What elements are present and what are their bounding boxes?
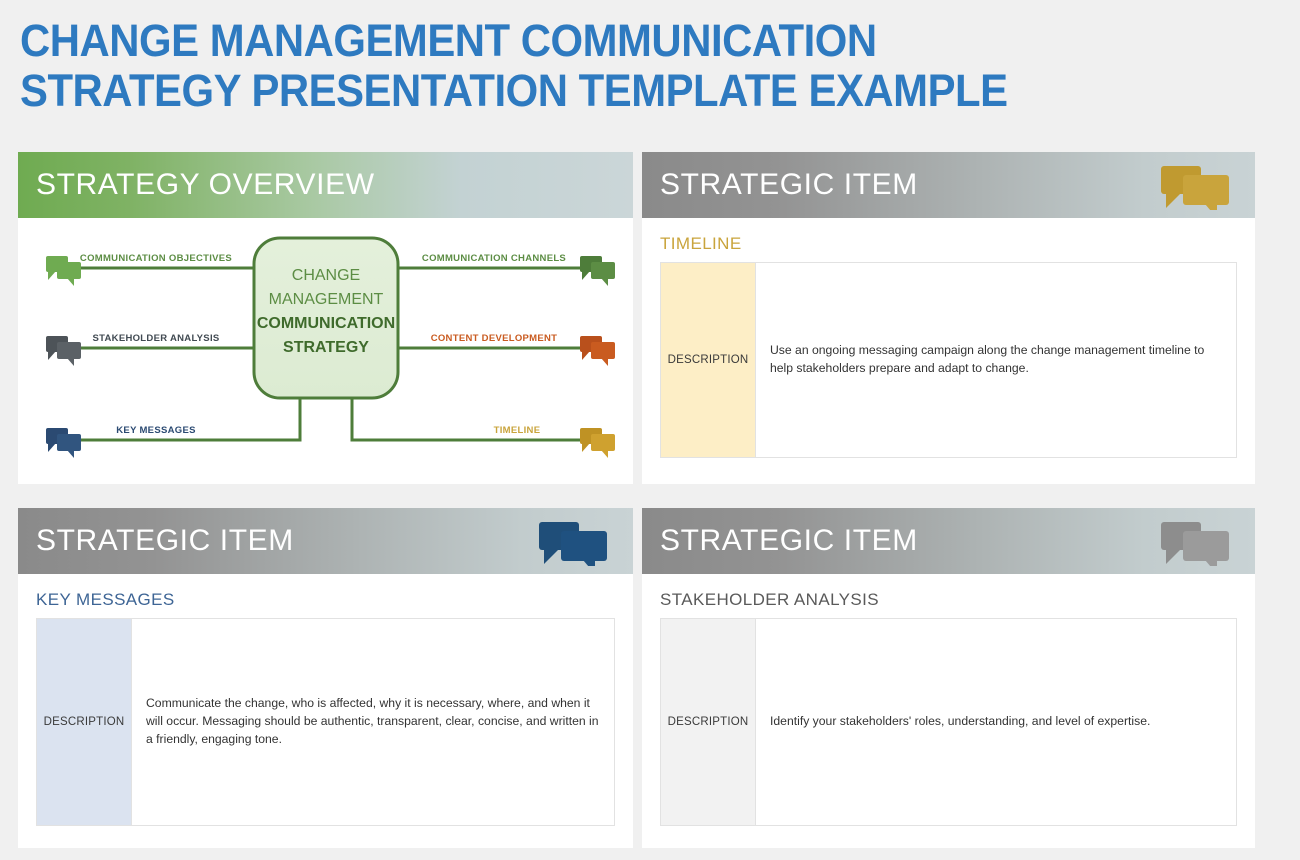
panel-header-key-messages: STRATEGIC ITEM xyxy=(18,508,633,574)
speech-bubbles-icon xyxy=(46,336,81,366)
section-label-key-messages: KEY MESSAGES xyxy=(36,590,175,609)
page-title: CHANGE MANAGEMENT COMMUNICATION STRATEGY… xyxy=(20,15,1008,117)
speech-bubbles-icon xyxy=(580,336,615,366)
description-row-text[interactable]: Use an ongoing messaging campaign along … xyxy=(770,343,1205,375)
description-row-label: DESCRIPTION xyxy=(37,619,132,825)
panel-title-strategy-overview: STRATEGY OVERVIEW xyxy=(36,168,375,201)
description-row-label: DESCRIPTION xyxy=(661,263,756,457)
diagram-center-line2: MANAGEMENT xyxy=(269,291,384,308)
panel-title-timeline: STRATEGIC ITEM xyxy=(660,168,918,201)
diagram-branch-label-stakeholder-analysis: STAKEHOLDER ANALYSIS xyxy=(92,333,219,344)
speech-bubbles-icon xyxy=(580,428,615,458)
panel-title-key-messages: STRATEGIC ITEM xyxy=(36,524,294,557)
diagram-branch-label-communication-objectives: COMMUNICATION OBJECTIVES xyxy=(80,253,232,264)
speech-bubbles-icon xyxy=(1161,522,1233,574)
diagram-center-line4: STRATEGY xyxy=(283,339,369,356)
speech-bubbles-icon xyxy=(46,428,81,458)
diagram-branch-label-key-messages: KEY MESSAGES xyxy=(116,425,195,436)
section-label-timeline: TIMELINE xyxy=(660,234,742,253)
panel-header-stakeholder-analysis: STRATEGIC ITEM xyxy=(642,508,1255,574)
panel-strategy-overview: STRATEGY OVERVIEW xyxy=(18,152,633,484)
diagram-svg: CHANGE MANAGEMENT COMMUNICATION STRATEGY… xyxy=(46,236,615,458)
panel-body-key-messages: KEY MESSAGES DESCRIPTION Communicate the… xyxy=(18,574,633,844)
panel-header-timeline: STRATEGIC ITEM xyxy=(642,152,1255,218)
speech-bubbles-icon xyxy=(46,256,81,286)
diagram-center-line3: COMMUNICATION xyxy=(257,315,395,332)
description-table-timeline: DESCRIPTION Use an ongoing messaging cam… xyxy=(660,262,1237,458)
strategy-overview-diagram: CHANGE MANAGEMENT COMMUNICATION STRATEGY… xyxy=(32,228,619,476)
diagram-branch-label-timeline: TIMELINE xyxy=(494,425,541,436)
panel-strategic-item-timeline: STRATEGIC ITEM TIMELINE DESCRIPTION Use … xyxy=(642,152,1255,484)
section-label-stakeholder-analysis: STAKEHOLDER ANALYSIS xyxy=(660,590,879,609)
diagram-branch-label-content-development: CONTENT DEVELOPMENT xyxy=(431,333,558,344)
description-table-stakeholder-analysis: DESCRIPTION Identify your stakeholders' … xyxy=(660,618,1237,826)
panel-header-strategy-overview: STRATEGY OVERVIEW xyxy=(18,152,633,218)
description-row-text[interactable]: Identify your stakeholders' roles, under… xyxy=(770,714,1151,729)
panel-strategic-item-stakeholder-analysis: STRATEGIC ITEM STAKEHOLDER ANALYSIS DESC… xyxy=(642,508,1255,848)
description-row-label: DESCRIPTION xyxy=(661,619,756,825)
panel-title-stakeholder-analysis: STRATEGIC ITEM xyxy=(660,524,918,557)
description-row-text[interactable]: Communicate the change, who is affected,… xyxy=(146,696,599,746)
speech-bubbles-icon xyxy=(539,522,611,574)
diagram-center-line1: CHANGE xyxy=(292,267,360,284)
speech-bubbles-icon xyxy=(1161,166,1233,218)
description-table-key-messages: DESCRIPTION Communicate the change, who … xyxy=(36,618,615,826)
panel-body-timeline: TIMELINE DESCRIPTION Use an ongoing mess… xyxy=(642,218,1255,476)
speech-bubbles-icon xyxy=(580,256,615,286)
panel-body-strategy-overview: CHANGE MANAGEMENT COMMUNICATION STRATEGY… xyxy=(18,218,633,486)
panel-strategic-item-key-messages: STRATEGIC ITEM KEY MESSAGES DESCRIPTION … xyxy=(18,508,633,848)
panel-body-stakeholder-analysis: STAKEHOLDER ANALYSIS DESCRIPTION Identif… xyxy=(642,574,1255,844)
diagram-branch-label-communication-channels: COMMUNICATION CHANNELS xyxy=(422,253,566,264)
